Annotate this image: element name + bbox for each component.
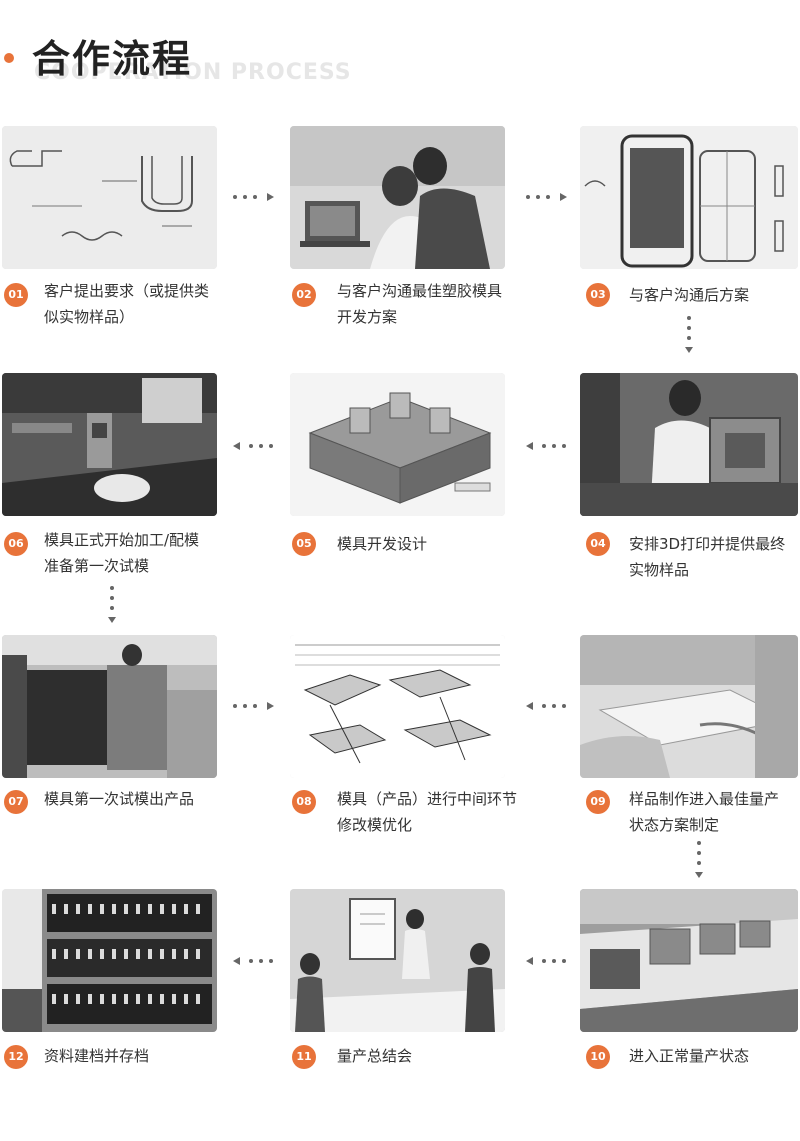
step-12-number-badge: 12 [4, 1045, 28, 1069]
step-10-number-badge: 10 [586, 1045, 610, 1069]
step-05-photo [290, 373, 505, 516]
step-08-number-badge: 08 [292, 790, 316, 814]
step-06-label: 模具正式开始加工/配模 准备第一次试模 [44, 527, 199, 579]
step-07-number-badge: 07 [4, 790, 28, 814]
summary-meeting-image [290, 889, 505, 1032]
arrow-left-11-12 [233, 955, 277, 967]
step-06-label-line1: 模具正式开始加工/配模 [44, 531, 200, 549]
step-07-photo [2, 635, 217, 778]
sketch-drawing-image [2, 126, 217, 269]
step-10-label: 进入正常量产状态 [629, 1043, 749, 1069]
arrow-left-8-9 [526, 700, 570, 712]
arrow-left-5-6 [233, 440, 277, 452]
step-12-label-line1: 资料建档并存档 [44, 1047, 150, 1065]
step-04-label: 安排3D打印并提供最终 实物样品 [629, 531, 785, 583]
page-subtitle: COOPERATION PROCESS [34, 60, 352, 85]
step-01-photo [2, 126, 217, 269]
step-07-label: 模具第一次试模出产品 [44, 786, 194, 812]
step-12-label: 资料建档并存档 [44, 1043, 149, 1069]
step-04-number-badge: 04 [586, 532, 610, 556]
step-04-photo [580, 373, 798, 516]
injection-machine-image [2, 635, 217, 778]
worker-mold-image [580, 373, 798, 516]
arrow-left-4-5 [526, 440, 570, 452]
meeting-laptop-image [290, 126, 505, 269]
arrow-down-3-4 [683, 316, 695, 360]
step-10-label-line1: 进入正常量产状态 [629, 1047, 750, 1065]
arrow-right-2-3 [526, 191, 570, 203]
arrow-left-10-11 [526, 955, 570, 967]
step-01-number-badge: 01 [4, 283, 28, 307]
arrow-right-7-8 [233, 700, 277, 712]
step-03-photo [580, 126, 798, 269]
step-11-label: 量产总结会 [337, 1043, 412, 1069]
step-09-label-line1: 样品制作进入最佳量产 [629, 790, 780, 808]
mold-cad-image [290, 373, 505, 516]
step-11-label-line1: 量产总结会 [337, 1047, 413, 1065]
step-09-label-line2: 状态方案制定 [629, 816, 720, 834]
sample-handling-image [580, 635, 798, 778]
step-02-label-line1: 与客户沟通最佳塑胶模具 [337, 282, 503, 300]
step-02-label: 与客户沟通最佳塑胶模具 开发方案 [337, 278, 502, 330]
step-08-label-line1: 模具（产品）进行中间环节 [337, 790, 518, 808]
step-09-photo [580, 635, 798, 778]
step-05-label: 模具开发设计 [337, 531, 427, 557]
page-header: COOPERATION PROCESS 合作流程 [0, 0, 800, 100]
title-bullet-dot [4, 53, 14, 63]
step-07-label-line1: 模具第一次试模出产品 [44, 790, 195, 808]
step-09-label: 样品制作进入最佳量产 状态方案制定 [629, 786, 779, 838]
step-05-number-badge: 05 [292, 532, 316, 556]
step-01-label-line1: 客户提出要求（或提供类 [44, 282, 210, 300]
step-02-number-badge: 02 [292, 283, 316, 307]
step-06-label-line2: 准备第一次试模 [44, 557, 150, 575]
arrow-right-1-2 [233, 191, 277, 203]
step-11-number-badge: 11 [292, 1045, 316, 1069]
step-11-photo [290, 889, 505, 1032]
step-04-label-line1: 安排3D打印并提供最终 [629, 535, 786, 553]
cnc-machining-image [2, 373, 217, 516]
arrow-down-6-7 [106, 586, 118, 630]
step-05-label-line1: 模具开发设计 [337, 535, 428, 553]
step-08-label: 模具（产品）进行中间环节 修改模优化 [337, 786, 517, 838]
step-01-label: 客户提出要求（或提供类 似实物样品） [44, 278, 209, 330]
step-08-label-line2: 修改模优化 [337, 816, 413, 834]
step-03-label: 与客户沟通后方案 [629, 282, 749, 308]
step-10-photo [580, 889, 798, 1032]
step-09-number-badge: 09 [586, 790, 610, 814]
step-06-number-badge: 06 [4, 532, 28, 556]
step-02-photo [290, 126, 505, 269]
production-floor-image [580, 889, 798, 1032]
page-title: 合作流程 [32, 37, 193, 81]
phone-sketch-image [580, 126, 798, 269]
archive-shelves-image [2, 889, 217, 1032]
step-04-label-line2: 实物样品 [629, 561, 690, 579]
step-06-photo [2, 373, 217, 516]
step-01-label-line2: 似实物样品） [44, 308, 135, 326]
parts-drawing-image [290, 635, 505, 778]
step-03-label-line1: 与客户沟通后方案 [629, 286, 750, 304]
step-12-photo [2, 889, 217, 1032]
arrow-down-9-10 [693, 841, 705, 885]
step-03-number-badge: 03 [586, 283, 610, 307]
step-08-photo [290, 635, 505, 778]
step-02-label-line2: 开发方案 [337, 308, 398, 326]
